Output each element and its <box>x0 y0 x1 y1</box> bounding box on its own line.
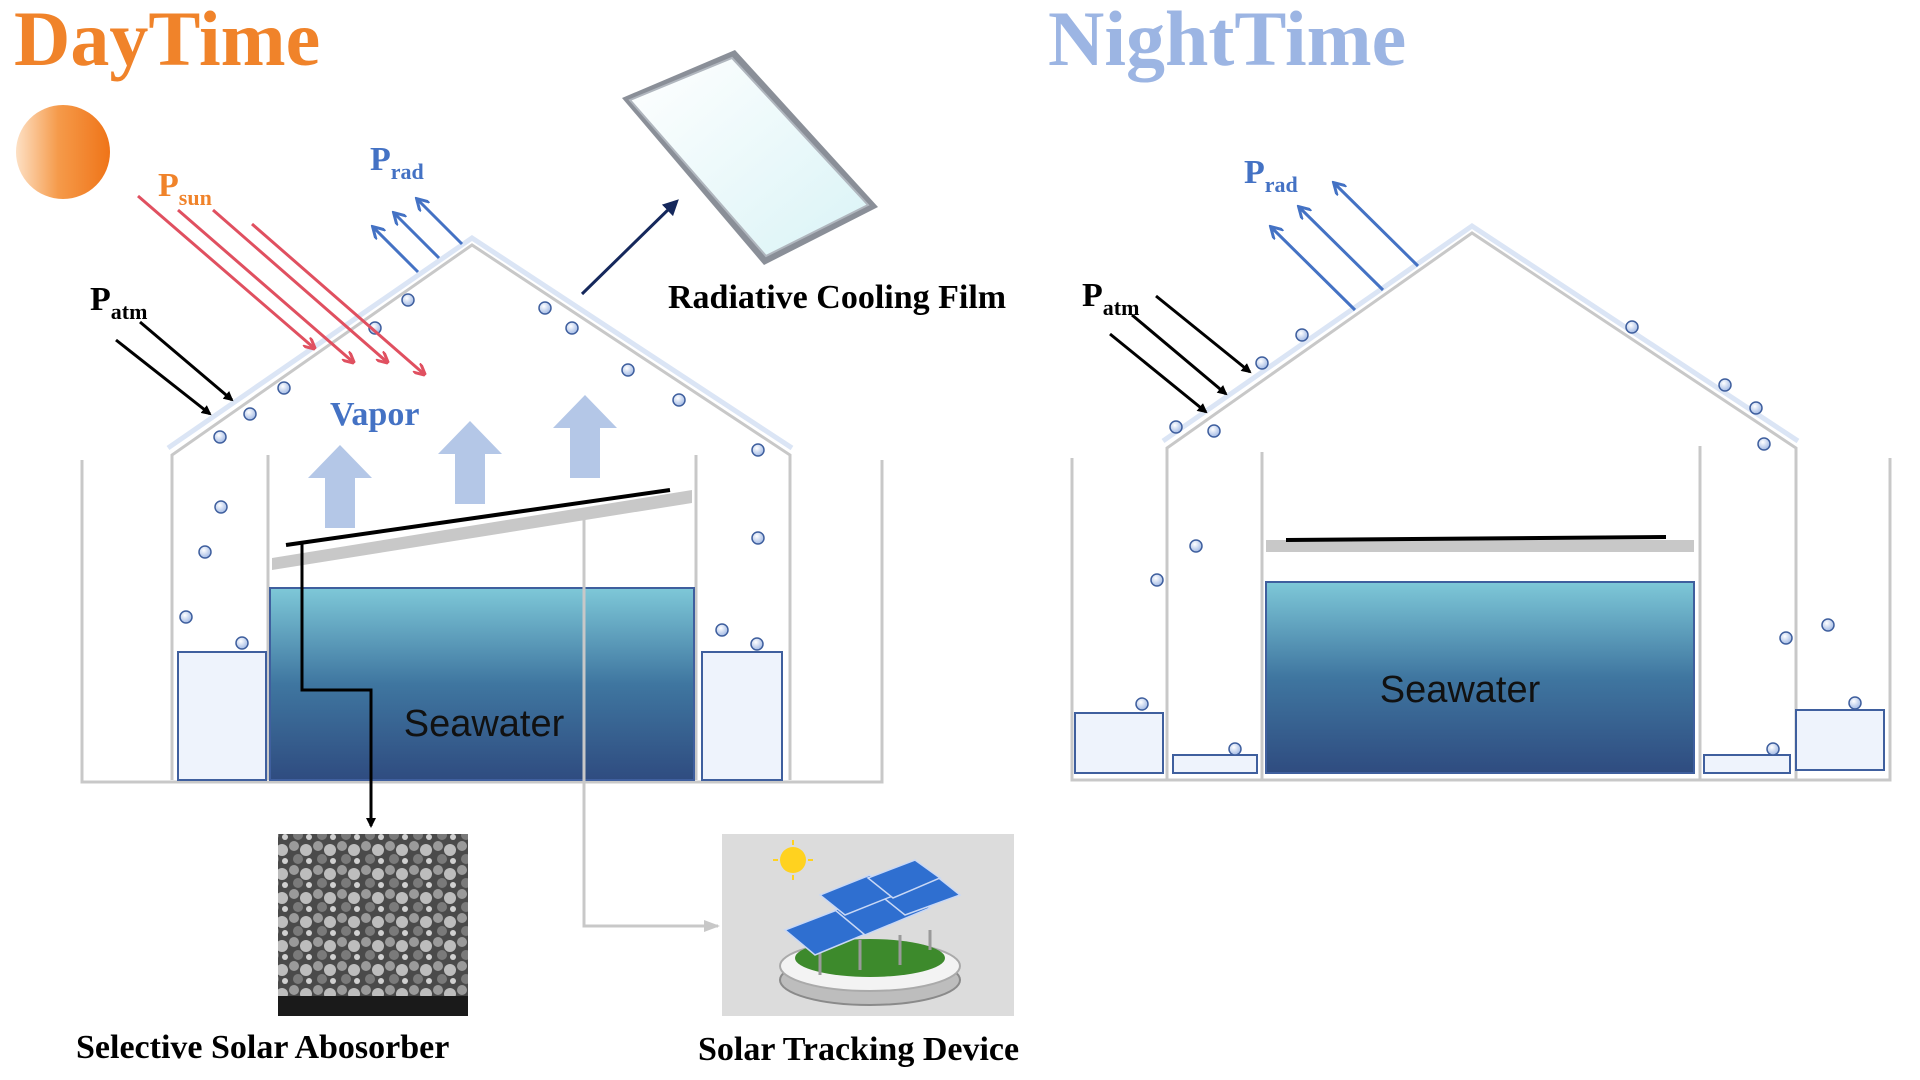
selective-absorber-label: Selective Solar Abosorber <box>76 1029 449 1066</box>
day-condensate-left <box>177 651 267 781</box>
day-seawater-basin <box>269 587 695 781</box>
night-atm-arrows <box>1109 294 1252 414</box>
night-absorber-plate <box>1266 540 1694 552</box>
day-p-atm-label: Patm <box>90 281 147 324</box>
vapor-arrows <box>308 395 617 528</box>
night-p-rad-label: Prad <box>1244 154 1298 197</box>
night-absorber-line <box>1285 535 1667 542</box>
night-condensate-left <box>1172 754 1258 774</box>
night-seawater-label: Seawater <box>1380 669 1541 711</box>
sun-ray-arrows <box>137 194 424 374</box>
moon-icon <box>1101 95 1165 222</box>
night-outer-container-right <box>1795 709 1885 771</box>
day-roof-film <box>166 234 794 451</box>
night-outer-container-left <box>1074 712 1164 774</box>
absorber-sem-image <box>278 834 468 1016</box>
absorber-callout-arrow <box>300 543 376 828</box>
day-panel: DayTime Seawater Vapor <box>14 0 1019 1068</box>
day-outer-basin <box>80 460 884 784</box>
day-condensate-right <box>701 651 783 781</box>
absorber-sem-scalebar <box>278 996 468 1016</box>
day-seawater-label: Seawater <box>404 703 565 745</box>
radiative-film-label: Radiative Cooling Film <box>668 279 1006 316</box>
solar-tracking-device-image <box>722 834 1014 1016</box>
solar-tracking-label: Solar Tracking Device <box>698 1031 1019 1068</box>
night-condensate-right <box>1703 754 1791 774</box>
night-droplets <box>1135 320 1862 756</box>
day-absorber-plate <box>272 490 692 570</box>
day-house-frame <box>170 243 792 780</box>
night-title: NightTime <box>1048 0 1406 82</box>
tracking-callout-arrow <box>582 515 720 932</box>
night-house-frame <box>1165 231 1798 780</box>
night-seawater-basin <box>1265 581 1695 774</box>
night-rad-arrows <box>1272 184 1420 312</box>
day-absorber-line <box>285 488 671 547</box>
day-rad-arrows <box>374 200 464 274</box>
night-outer-basin <box>1070 458 1892 782</box>
day-p-rad-label: Prad <box>370 141 424 184</box>
night-p-atm-label: Patm <box>1082 277 1139 320</box>
radiative-cooling-film-icon <box>622 50 878 265</box>
p-sun-label: Psun <box>158 167 212 210</box>
night-roof-film <box>1161 222 1800 444</box>
night-panel: NightTime Seawater <box>1048 0 1892 782</box>
day-droplets <box>179 293 765 651</box>
vapor-label: Vapor <box>330 396 419 433</box>
day-atm-arrows <box>115 320 234 416</box>
film-callout-arrow <box>580 199 679 296</box>
day-title: DayTime <box>14 0 320 82</box>
sun-icon <box>16 105 110 199</box>
